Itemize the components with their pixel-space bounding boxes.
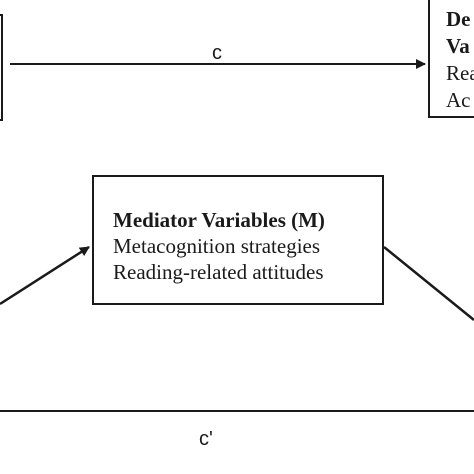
dependent-box-line-1: De: [446, 7, 471, 31]
dependent-box-line-4: Ac: [446, 88, 471, 112]
independent-variable-box: [0, 14, 3, 121]
indirect-path-label: c': [199, 428, 213, 450]
b-path-line: [383, 246, 474, 321]
dependent-box-line-3: Rea: [446, 61, 474, 85]
mediator-item-attitudes: Reading-related attitudes: [113, 260, 324, 284]
mediator-variables-box: Mediator Variables (M) Metacognition str…: [92, 175, 384, 305]
direct-path-label: c: [212, 42, 222, 64]
mediator-item-metacognition: Metacognition strategies: [113, 234, 321, 258]
a-path-arrow: [0, 245, 90, 306]
dependent-variable-box: De Va Rea Ac: [428, 0, 474, 118]
dependent-box-line-2: Va: [446, 34, 470, 58]
mediator-heading: Mediator Variables (M): [113, 208, 325, 232]
